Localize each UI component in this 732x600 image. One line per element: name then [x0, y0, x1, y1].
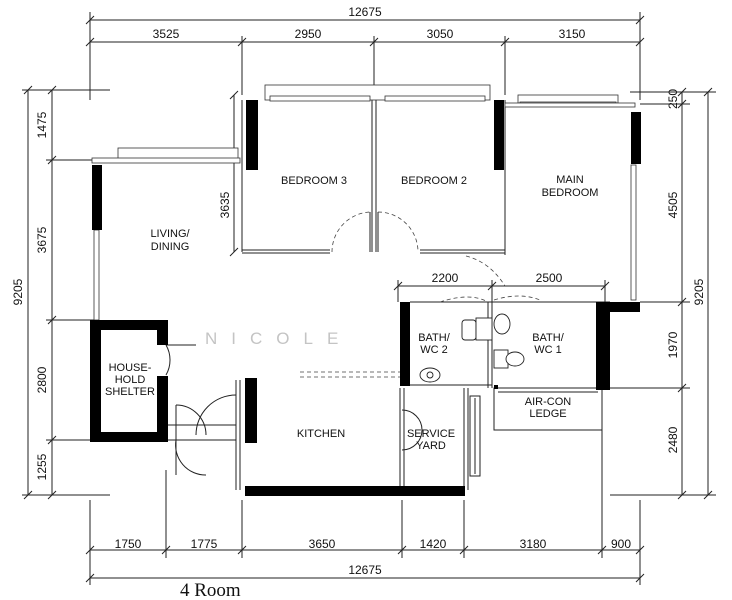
dim-top-3: 3050	[427, 27, 454, 41]
label-main-bedroom-1: MAIN	[556, 174, 584, 186]
label-shelter-1: HOUSE-	[109, 362, 152, 374]
label-service-2: YARD	[416, 440, 446, 452]
dim-left-total: 9205	[11, 278, 25, 305]
label-bedroom-3: BEDROOM 3	[281, 175, 347, 187]
label-bedroom-2: BEDROOM 2	[401, 175, 467, 187]
dimension-lines	[22, 12, 716, 585]
dim-left-2: 3675	[35, 226, 49, 253]
dim-top-2: 2950	[295, 27, 322, 41]
dim-right-2: 4505	[666, 191, 680, 218]
label-shelter-2: HOLD	[115, 374, 146, 386]
structural-walls	[90, 100, 641, 496]
dim-bottom-1: 1750	[115, 537, 142, 551]
dim-top-1: 3525	[153, 27, 180, 41]
label-aircon-2: LEDGE	[529, 408, 566, 420]
dim-top-total: 12675	[348, 5, 382, 19]
label-bath2-1: BATH/	[418, 332, 451, 344]
plan-caption: 4 Room	[180, 580, 241, 600]
dim-bedroom3-height: 3635	[218, 191, 232, 218]
dim-right-total: 9205	[692, 278, 706, 305]
label-bath1-1: BATH/	[532, 332, 565, 344]
dim-right-1: 250	[666, 89, 680, 109]
dim-bath1-width: 2500	[536, 271, 563, 285]
dim-left-1: 1475	[35, 111, 49, 138]
dim-bottom-total: 12675	[348, 563, 382, 577]
label-kitchen: KITCHEN	[297, 428, 345, 440]
fixtures	[419, 313, 525, 383]
windows	[91, 84, 636, 164]
label-bath1-2: WC 1	[534, 344, 562, 356]
dim-bottom-3: 3650	[309, 537, 336, 551]
dim-right-4: 2480	[666, 426, 680, 453]
dim-bath2-width: 2200	[432, 271, 459, 285]
label-bath2-2: WC 2	[420, 344, 448, 356]
dim-bottom-5: 3180	[520, 537, 547, 551]
label-main-bedroom-2: BEDROOM	[542, 187, 599, 199]
watermark: NICOLE	[205, 329, 352, 348]
label-shelter-3: SHELTER	[105, 386, 155, 398]
label-service-1: SERVICE	[407, 428, 455, 440]
label-living-2: DINING	[151, 241, 190, 253]
dim-bottom-4: 1420	[420, 537, 447, 551]
dim-top-4: 3150	[559, 27, 586, 41]
dim-left-3: 2800	[35, 366, 49, 393]
wall-outlines	[93, 100, 637, 490]
dim-right-3: 1970	[666, 331, 680, 358]
dim-bottom-2: 1775	[191, 537, 218, 551]
dim-left-4: 1255	[35, 453, 49, 480]
doors	[165, 211, 541, 476]
label-living-1: LIVING/	[150, 228, 190, 240]
dim-bottom-6: 900	[611, 537, 631, 551]
room-labels: BEDROOM 3 BEDROOM 2 MAIN BEDROOM LIVING/…	[105, 174, 598, 452]
dimension-labels: 12675 3525 2950 3050 3150 9205 1475 3675…	[11, 5, 706, 577]
label-aircon-1: AIR-CON	[525, 396, 572, 408]
